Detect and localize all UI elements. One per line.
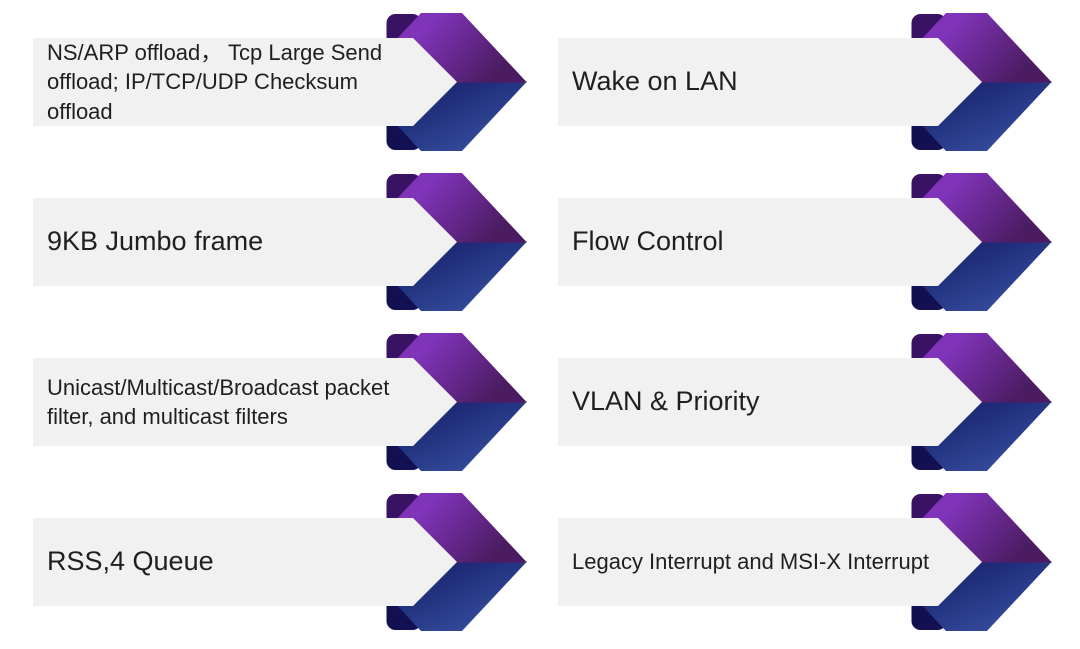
feature-label: NS/ARP offload， Tcp Large Send offload; … bbox=[47, 40, 383, 124]
feature-bar: Unicast/Multicast/Broadcast packet filte… bbox=[33, 358, 413, 446]
feature-bar: 9KB Jumbo frame bbox=[33, 198, 413, 286]
feature-bar-tip bbox=[938, 358, 982, 446]
feature-bar: Flow Control bbox=[558, 198, 938, 286]
feature-item: RSS,4 Queue bbox=[0, 490, 540, 649]
feature-label: RSS,4 Queue bbox=[47, 546, 214, 577]
feature-bar-tip bbox=[938, 518, 982, 606]
feature-bar-tip bbox=[413, 358, 457, 446]
feature-item: 9KB Jumbo frame bbox=[0, 170, 540, 330]
feature-bar-tip bbox=[413, 38, 457, 126]
feature-bar: Legacy Interrupt and MSI-X Interrupt bbox=[558, 518, 938, 606]
feature-label: Wake on LAN bbox=[572, 66, 738, 97]
feature-item: Flow Control bbox=[540, 170, 1080, 330]
feature-label: Legacy Interrupt and MSI-X Interrupt bbox=[572, 549, 930, 575]
feature-bar: RSS,4 Queue bbox=[33, 518, 413, 606]
feature-item: VLAN & Priority bbox=[540, 330, 1080, 490]
feature-label: Unicast/Multicast/Broadcast packet filte… bbox=[47, 374, 390, 429]
feature-label: Flow Control bbox=[572, 226, 724, 257]
feature-item: Unicast/Multicast/Broadcast packet filte… bbox=[0, 330, 540, 490]
feature-label: VLAN & Priority bbox=[572, 386, 760, 417]
feature-bar: NS/ARP offload， Tcp Large Send offload; … bbox=[33, 38, 413, 126]
feature-item: Legacy Interrupt and MSI-X Interrupt bbox=[540, 490, 1080, 649]
feature-bar-tip bbox=[413, 198, 457, 286]
feature-bar: Wake on LAN bbox=[558, 38, 938, 126]
feature-bar-tip bbox=[413, 518, 457, 606]
feature-bar: VLAN & Priority bbox=[558, 358, 938, 446]
feature-item: NS/ARP offload， Tcp Large Send offload; … bbox=[0, 10, 540, 170]
feature-label: 9KB Jumbo frame bbox=[47, 226, 264, 257]
feature-bar-tip bbox=[938, 198, 982, 286]
feature-bar-tip bbox=[938, 38, 982, 126]
feature-grid: NS/ARP offload， Tcp Large Send offload; … bbox=[0, 10, 1080, 649]
feature-item: Wake on LAN bbox=[540, 10, 1080, 170]
